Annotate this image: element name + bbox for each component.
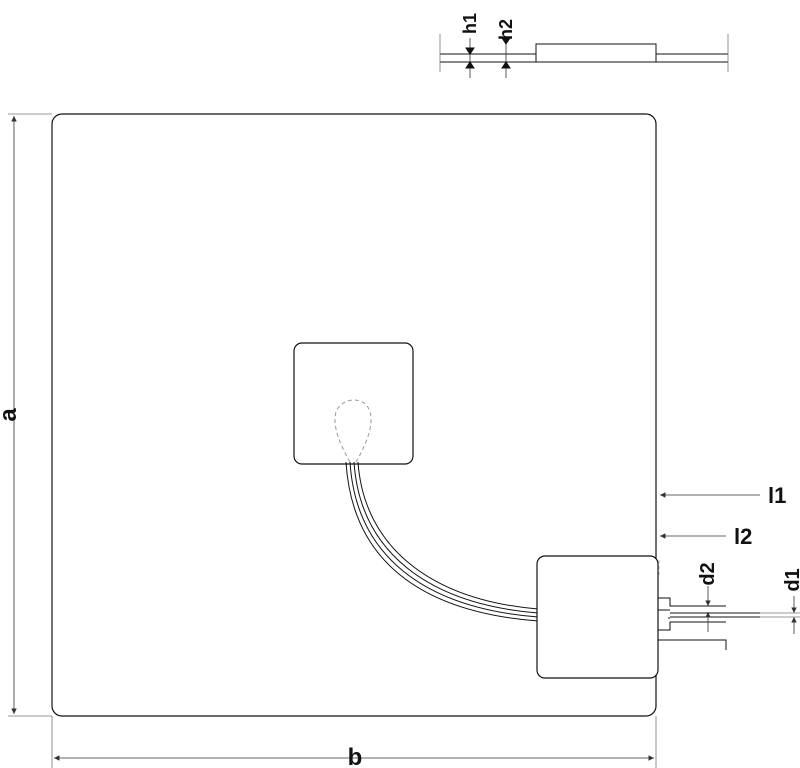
b-label: b xyxy=(348,744,363,768)
hidden-wire-loop xyxy=(334,399,372,463)
dimension-l xyxy=(660,492,760,539)
h1-label: h1 xyxy=(460,13,480,34)
corner-junction-block xyxy=(536,555,659,679)
h1-arrow-bottom xyxy=(465,61,475,69)
center-terminal-block xyxy=(293,342,414,465)
dimension-d xyxy=(705,586,800,634)
h2-arrow-bottom xyxy=(501,61,511,69)
dimension-a xyxy=(8,113,52,717)
l1-label: l1 xyxy=(768,483,786,508)
d2-label: d2 xyxy=(697,562,719,585)
d1-label: d1 xyxy=(782,568,800,591)
side-view-junction-block xyxy=(535,43,657,63)
h2-label: h2 xyxy=(496,19,516,40)
l2-label: l2 xyxy=(734,524,752,549)
h2-arrow-top xyxy=(501,37,511,45)
dimension-b xyxy=(51,716,657,768)
lead-wires xyxy=(658,597,760,650)
a-label: a xyxy=(0,408,22,422)
internal-cable xyxy=(345,461,539,622)
h1-arrow-top xyxy=(465,47,475,55)
side-view xyxy=(439,34,729,78)
